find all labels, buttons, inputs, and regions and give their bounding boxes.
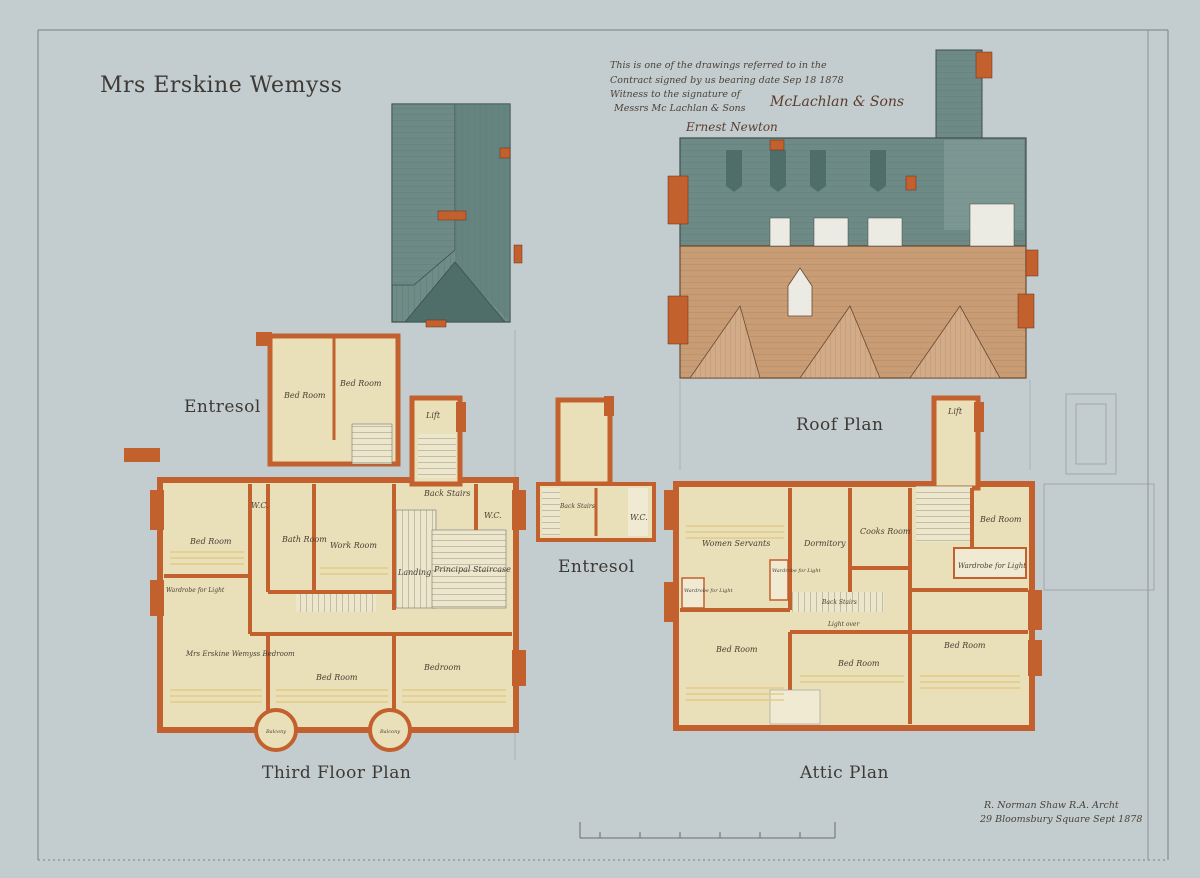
room-label: W.C. [251,501,269,510]
room-label: Women Servants [702,539,770,548]
room-label: Bed Room [315,673,358,682]
room-label: Bed Room [189,537,232,546]
contract-line-2: Contract signed by us bearing date Sep 1… [610,75,844,86]
room-label: Back Stairs [423,489,470,498]
contract-line-4: Messrs Mc Lachlan & Sons [613,103,746,114]
room-label: Lift [947,407,963,416]
room-label: Mrs Erskine Wemyss Bedroom [185,650,295,658]
entresol-left-plan [256,332,401,467]
room-label: Bed Room [283,391,326,400]
entresol-middle-plan [536,396,656,542]
room-label: W.C. [630,513,648,522]
room-label: Bed Room [943,641,986,650]
room-label: Bath Room [281,535,327,544]
room-label: Bed Room [339,379,382,388]
room-label: Balcony [379,729,400,735]
drawing-title: Mrs Erskine Wemyss [100,73,342,98]
room-label: Light over [827,621,860,628]
contract-note: This is one of the drawings referred to … [610,60,904,134]
adjacent-building-outline [1043,393,1155,591]
third-floor-plan-label: Third Floor Plan [262,763,411,783]
room-label: Dormitory [803,539,846,548]
entresol-left-label: Entresol [184,397,261,417]
room-label: Bed Room [715,645,758,654]
room-label: Bedroom [423,663,461,672]
room-label: Principal Staircase [433,565,511,574]
room-label: Lift [425,411,441,420]
third-floor-plan [124,395,526,752]
attic-plan [664,395,1042,731]
room-label: Wardrobe for Light [684,588,734,594]
room-label: Cooks Room [860,527,911,536]
room-labels: Bed Room Bed Room Bed Room W.C. Bath Roo… [166,379,1026,735]
contract-line-3: Witness to the signature of [610,89,742,100]
room-label: Back Stairs [559,503,595,510]
room-label: Back Stairs [821,599,857,606]
scale-bar [579,822,836,839]
room-label: Wardrobe for Light [772,568,822,574]
contractor-signature: McLachlan & Sons [769,94,904,110]
room-label: Bed Room [837,659,880,668]
witness-signature: Ernest Newton [685,120,778,134]
contract-line-1: This is one of the drawings referred to … [610,60,827,71]
architect-line-2: 29 Bloomsbury Square Sept 1878 [979,814,1142,825]
room-label: W.C. [484,511,502,520]
room-label: Balcony [265,729,286,735]
roof-right-large [667,49,1039,379]
room-label: Bed Room [979,515,1022,524]
architect-credit: R. Norman Shaw R.A. Archt 29 Bloomsbury … [979,800,1142,825]
room-label: Wardrobe for Light [958,562,1026,570]
roof-plan-label: Roof Plan [796,415,883,435]
room-label: Wardrobe for Light [166,587,225,594]
architect-line-1: R. Norman Shaw R.A. Archt [983,800,1119,811]
attic-plan-label: Attic Plan [799,763,889,783]
room-label: Work Room [330,541,377,550]
entresol-mid-label: Entresol [558,557,635,577]
roof-left-small [391,103,523,328]
room-label: Landing [397,568,431,577]
sheet-border [37,29,1169,861]
